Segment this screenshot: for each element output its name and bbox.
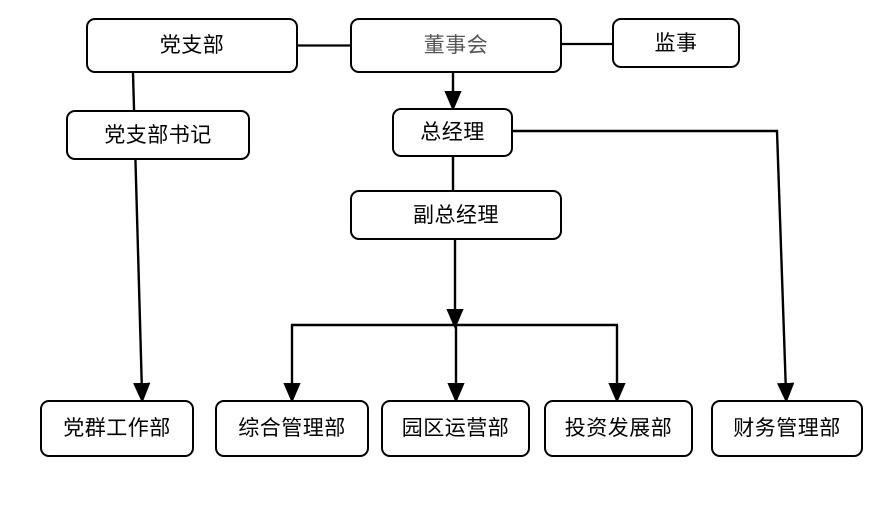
edge-gm-to-finance-dept — [513, 129, 795, 404]
node-investment-dev[interactable]: 投资发展部 — [544, 400, 693, 457]
node-party-work-dept[interactable]: 党群工作部 — [40, 400, 194, 457]
node-general-admin[interactable]: 综合管理部 — [215, 400, 369, 457]
node-party-secretary-label: 党支部书记 — [104, 122, 212, 147]
node-supervisor[interactable]: 监事 — [612, 18, 740, 68]
node-party-branch[interactable]: 党支部 — [86, 18, 298, 73]
node-party-secretary[interactable]: 党支部书记 — [66, 110, 250, 160]
node-board[interactable]: 董事会 — [350, 18, 562, 73]
node-park-operations-label: 园区运营部 — [401, 416, 510, 440]
node-general-admin-label: 综合管理部 — [238, 416, 346, 440]
node-finance-dept-label: 财务管理部 — [733, 416, 841, 440]
node-deputy-manager[interactable]: 副总经理 — [350, 190, 562, 240]
node-finance-dept[interactable]: 财务管理部 — [711, 400, 863, 457]
node-party-branch-label: 党支部 — [159, 33, 225, 57]
node-park-operations[interactable]: 园区运营部 — [381, 400, 530, 457]
node-supervisor-label: 监事 — [654, 30, 698, 55]
node-general-manager-label: 总经理 — [420, 120, 485, 144]
node-investment-dev-label: 投资发展部 — [564, 416, 673, 440]
node-board-label: 董事会 — [423, 33, 489, 57]
node-party-work-dept-label: 党群工作部 — [63, 416, 171, 440]
node-general-manager[interactable]: 总经理 — [392, 108, 513, 157]
node-deputy-manager-label: 副总经理 — [413, 202, 499, 227]
